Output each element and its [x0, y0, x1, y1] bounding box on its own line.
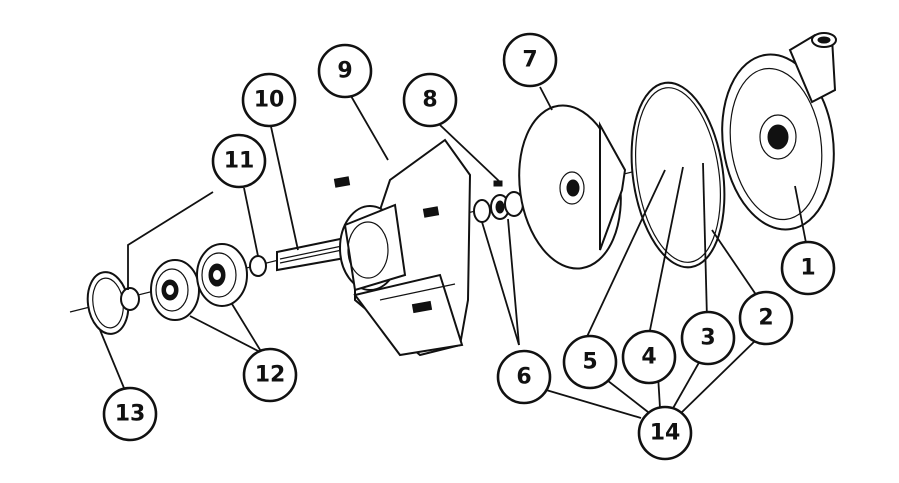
callout-9: 9: [317, 43, 373, 99]
mechanical-seal: [473, 191, 524, 223]
bearing-frame: [333, 138, 472, 357]
callout-10-label: 10: [254, 88, 285, 113]
callout-13-label: 13: [115, 402, 146, 427]
callout-6-label: 6: [516, 365, 531, 390]
callout-8: 8: [402, 72, 458, 128]
callout-1-label: 1: [800, 256, 815, 281]
callout-2: 2: [738, 290, 794, 346]
callout-3-label: 3: [700, 326, 715, 351]
callout-4: 4: [621, 329, 677, 385]
callout-9-label: 9: [337, 59, 352, 84]
callout-3: 3: [680, 310, 736, 366]
callout-2-label: 2: [758, 306, 773, 331]
callout-7: 7: [502, 32, 558, 88]
callout-14: 14: [637, 405, 693, 461]
impeller: [518, 104, 627, 270]
shaft: [276, 236, 346, 272]
callout-6: 6: [496, 349, 552, 405]
callout-14-label: 14: [650, 421, 681, 446]
snap-ring-left: [120, 287, 140, 311]
callout-5-label: 5: [582, 350, 597, 375]
callout-12: 12: [242, 347, 298, 403]
leader-lines: [99, 86, 808, 419]
callout-5: 5: [562, 334, 618, 390]
callout-10: 10: [241, 72, 297, 128]
parts-drawing: [69, 32, 837, 357]
casing-gasket: [630, 81, 726, 269]
callout-7-label: 7: [522, 48, 537, 73]
bearing-left: [150, 259, 200, 321]
bearing-right: [196, 243, 248, 307]
callout-11-label: 11: [224, 149, 255, 174]
key: [493, 180, 503, 187]
pump-casing: [721, 32, 837, 231]
callout-13: 13: [102, 386, 158, 442]
callout-1: 1: [780, 240, 836, 296]
callout-12-label: 12: [255, 363, 286, 388]
callout-8-label: 8: [422, 88, 437, 113]
snap-ring-right: [249, 255, 267, 277]
callout-4-label: 4: [641, 345, 656, 370]
callout-11: 11: [211, 133, 267, 189]
